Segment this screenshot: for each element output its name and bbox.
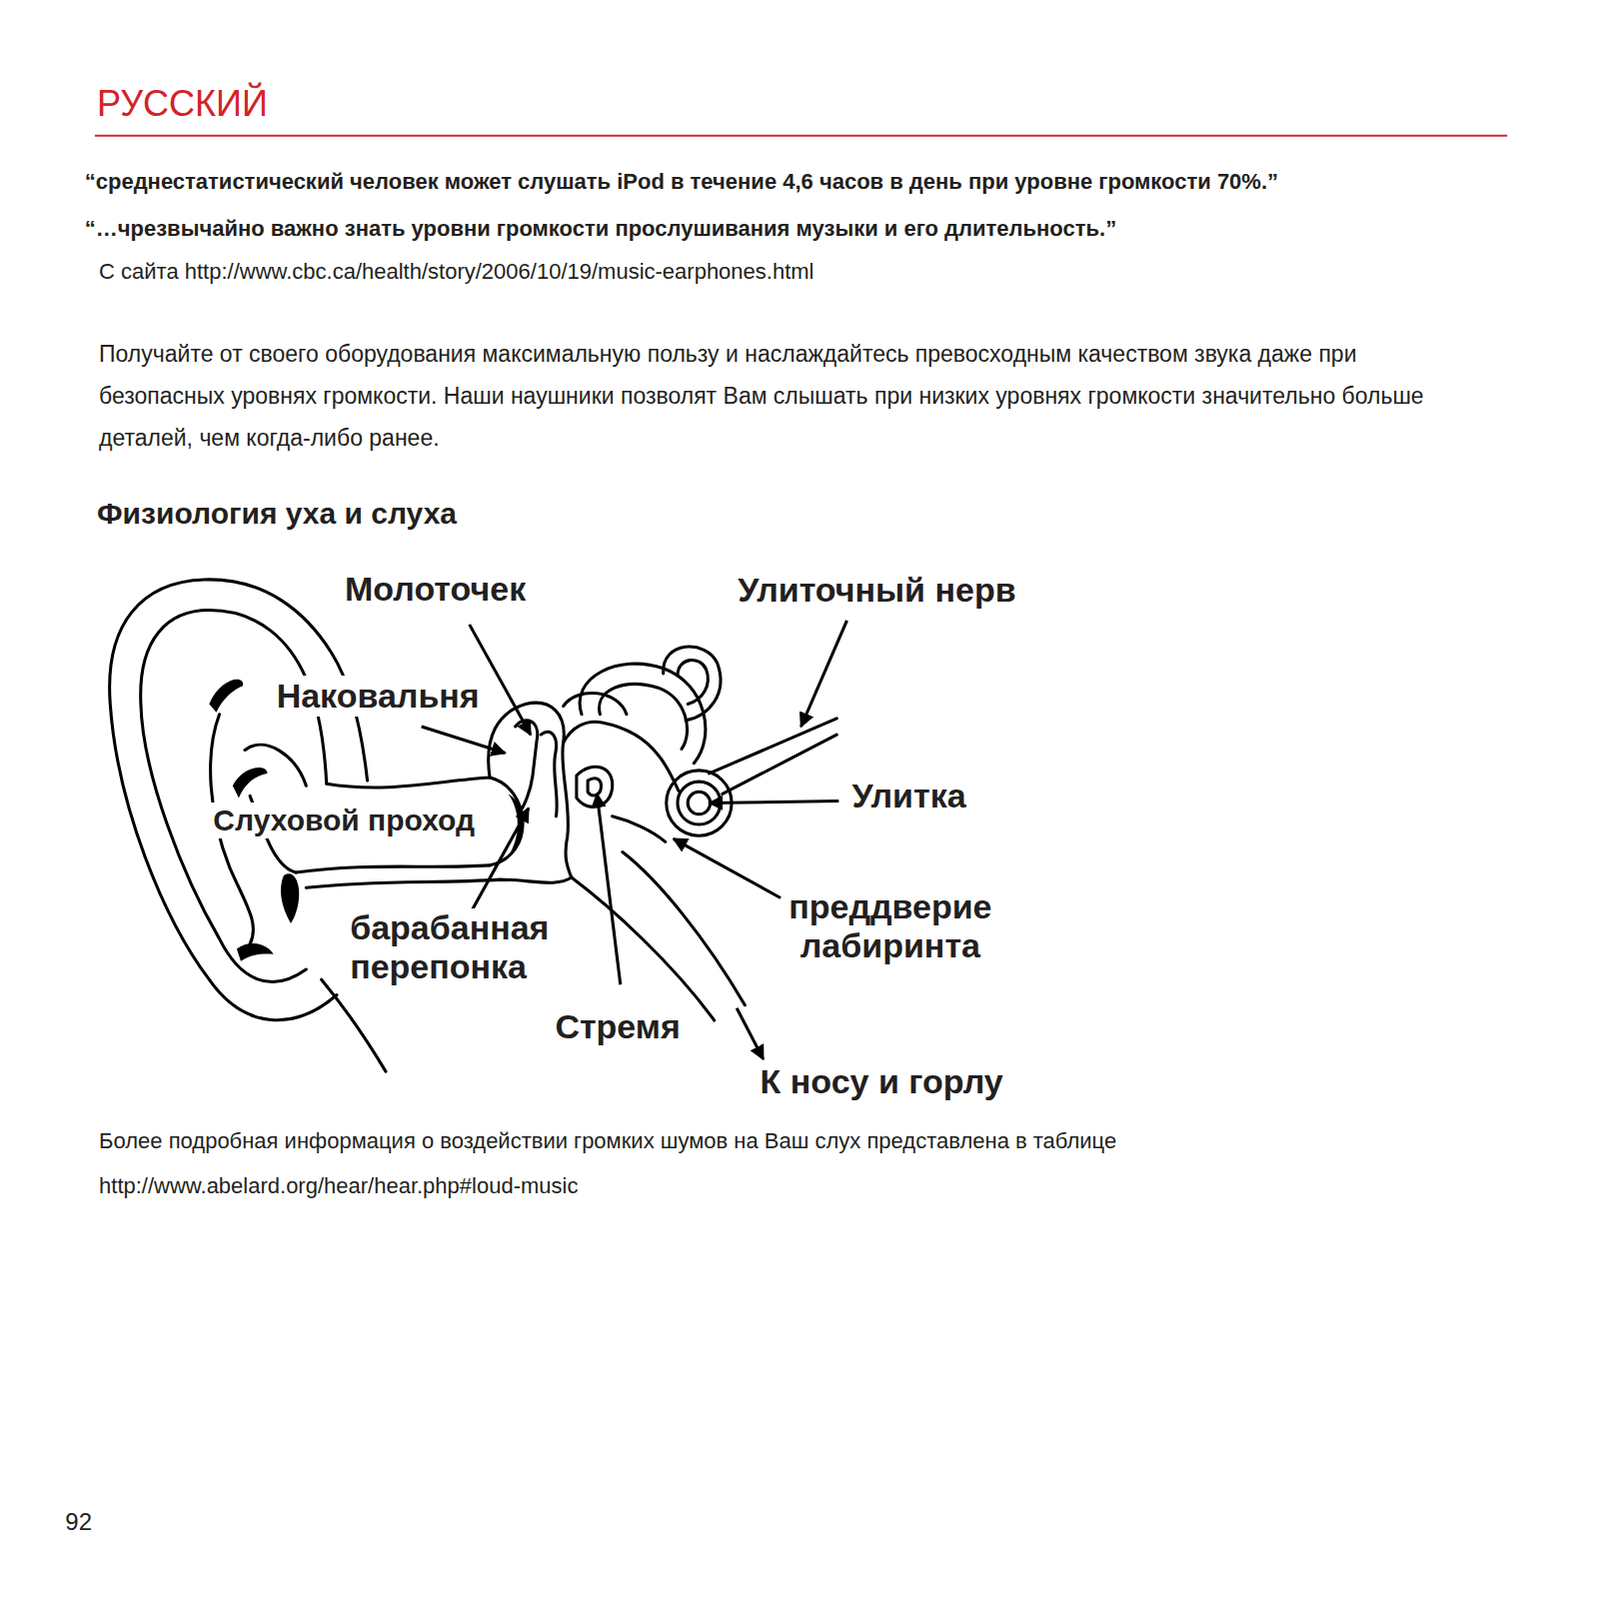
- shading: [208, 679, 243, 713]
- leader-arrow: [596, 793, 620, 985]
- source-note: С сайта http://www.cbc.ca/health/story/2…: [98, 258, 814, 285]
- stapes: [576, 766, 613, 807]
- canal-lower: [295, 865, 490, 873]
- intro-paragraph: Получайте от своего оборудования максима…: [98, 332, 1439, 459]
- language-header: РУССКИЙ: [96, 81, 268, 125]
- canal-lower-inner: [305, 877, 571, 888]
- eustachian-tube: [571, 852, 746, 1021]
- leader-arrow: [736, 1008, 764, 1060]
- shading: [280, 873, 299, 924]
- shading: [232, 767, 268, 799]
- pinna-outline: [109, 579, 368, 1021]
- middle-ear: [488, 702, 572, 878]
- semicircular-canal-2: [663, 646, 721, 721]
- section-heading: Физиология уха и слуха: [96, 495, 457, 532]
- part-label: преддверие лабиринта: [785, 887, 995, 966]
- page-number: 92: [64, 1508, 92, 1538]
- quote: “…чрезвычайно важно знать уровни громкос…: [84, 215, 1117, 242]
- jaw-line: [321, 979, 386, 1072]
- footer-note: Более подробная информация о воздействии…: [98, 1128, 1117, 1155]
- part-label: К носу и горлу: [757, 1061, 1007, 1103]
- leader-lines: [421, 620, 848, 1060]
- shading: [236, 943, 274, 962]
- incus: [540, 731, 557, 817]
- leader-arrow: [801, 620, 848, 727]
- eardrum: [489, 777, 523, 866]
- part-label: Улитка: [849, 775, 970, 817]
- cochlear-nerve: [709, 718, 838, 795]
- semicircular-canal-1: [579, 663, 706, 764]
- quote: “среднестатистический человек может слуш…: [84, 168, 1279, 195]
- vestibule: [563, 721, 679, 842]
- part-label: Наковальня: [273, 675, 483, 717]
- semicircular-canal-3: [563, 692, 627, 714]
- leader-arrow: [471, 808, 529, 912]
- leader-arrow: [673, 838, 781, 898]
- part-label: барабанная перепонка: [346, 908, 552, 987]
- header-rule: [94, 134, 1508, 137]
- part-label: Улиточный нерв: [734, 569, 1019, 611]
- part-label: Молоточек: [341, 568, 529, 610]
- footer-link: http://www.abelard.org/hear/hear.php#lou…: [98, 1173, 578, 1200]
- part-label: Стремя: [551, 1006, 683, 1048]
- ear-drawing: [109, 579, 838, 1072]
- pinna-rim: [140, 610, 327, 983]
- leader-arrow: [709, 801, 840, 804]
- malleus: [515, 720, 538, 815]
- cochlea-turn: [687, 791, 710, 814]
- leader-arrow: [421, 726, 506, 754]
- canal-upper: [326, 777, 490, 788]
- part-label: Слуховой проход: [209, 802, 478, 839]
